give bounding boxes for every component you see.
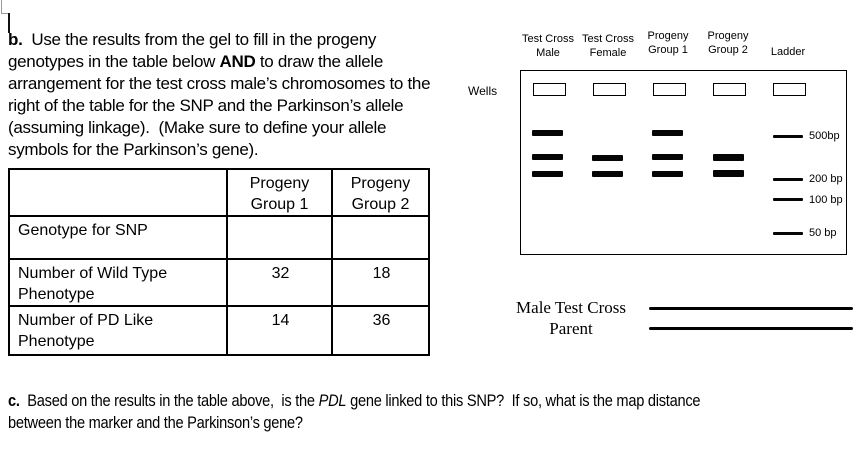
gel-band-female-middle [592,155,623,161]
pd-like-group2-value: 36 [331,305,430,356]
question-b-text: b. Use the results from the gel to fill … [8,30,431,159]
lane-label-ladder: Ladder [770,46,806,58]
gel-band-group1-low [652,171,683,177]
ladder-band-100bp [773,198,803,202]
ladder-label-100bp: 100 bp [809,193,843,206]
ladder-band-500bp [773,134,803,138]
well-test-cross-male [533,83,566,96]
genotype-snp-group1-cell[interactable] [226,215,333,260]
gel-band-male-middle [532,154,563,160]
gel-band-female-low [592,171,623,177]
wells-label: Wells [468,84,498,98]
well-progeny-group-2 [713,83,746,96]
gel-band-group1-middle [652,154,683,160]
ladder-label-200bp: 200 bp [809,173,843,185]
table-row: Genotype for SNP [8,215,430,260]
gel-band-male-low [532,171,563,177]
well-ladder [773,83,806,96]
gel-band-male-high [532,130,563,136]
chromosome-line-1[interactable] [649,306,853,310]
previous-table-corner-mark [1,0,10,14]
text-cursor [8,13,10,33]
ladder-band-50bp [773,231,803,235]
well-test-cross-female [593,83,626,96]
row-label-genotype-snp: Genotype for SNP [8,215,228,260]
ladder-label-50bp: 50 bp [809,226,837,239]
wild-type-group1-value: 32 [226,258,333,307]
ladder-band-200bp [773,177,803,181]
question-b-label: b. [8,30,23,49]
header-empty-cell [8,168,228,217]
genotype-snp-group2-cell[interactable] [331,215,430,260]
gel-outline [520,70,847,255]
gel-band-group2-middle [713,154,744,161]
well-progeny-group-1 [653,83,686,96]
pd-like-group1-value: 14 [226,305,333,356]
gel-band-group1-high [652,130,683,136]
wild-type-group2-value: 18 [331,258,430,307]
chromosome-line-2[interactable] [649,326,853,330]
pdl-gene-italic: PDL [318,391,347,410]
ladder-label-500bp: 500bp [809,130,840,142]
question-c-label: c. [8,391,20,410]
gel-band-group2-low [713,170,744,177]
question-c-text: c. Based on the results in the table abo… [8,391,701,432]
